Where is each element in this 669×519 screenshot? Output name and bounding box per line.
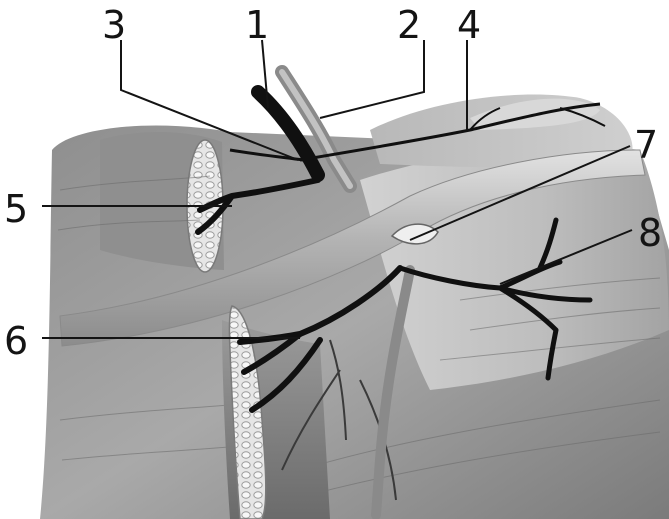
callout-label-2: 2 bbox=[397, 6, 421, 44]
callout-label-6: 6 bbox=[4, 322, 28, 360]
callout-label-7: 7 bbox=[634, 126, 658, 164]
callout-label-3: 3 bbox=[102, 6, 126, 44]
callout-label-1: 1 bbox=[245, 6, 269, 44]
callout-label-4: 4 bbox=[457, 6, 481, 44]
callout-label-8: 8 bbox=[638, 214, 662, 252]
leader-line-2 bbox=[320, 40, 424, 118]
callout-label-5: 5 bbox=[4, 190, 28, 228]
